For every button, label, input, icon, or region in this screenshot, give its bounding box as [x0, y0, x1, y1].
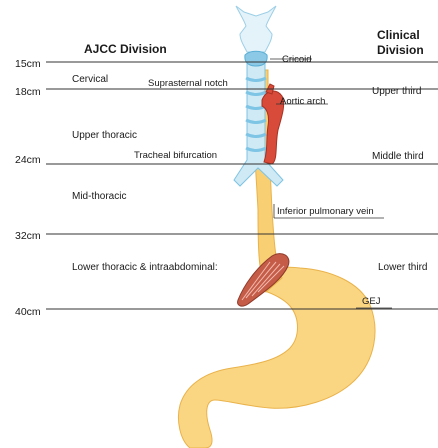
- depth-label-40cm: 40cm: [15, 306, 41, 318]
- aortic-arch: [261, 90, 285, 165]
- region-lower-thoracic: Lower thoracic & intraabdominal:: [72, 262, 218, 273]
- depth-label-15cm: 15cm: [15, 58, 41, 70]
- larynx-shape: [235, 5, 277, 53]
- clinical-middle-third: Middle third: [372, 151, 424, 162]
- landmark-suprasternal-notch: Suprasternal notch: [148, 78, 228, 89]
- region-cervical: Cervical: [72, 74, 109, 85]
- landmark-tracheal-bifurcation: Tracheal bifurcation: [134, 150, 218, 161]
- clinical-upper-third: Upper third: [372, 86, 422, 97]
- depth-label-24cm: 24cm: [15, 154, 41, 166]
- ajcc-header: AJCC Division: [84, 42, 167, 56]
- landmark-inferior-pulmonary-vein: Inferior pulmonary vein: [277, 206, 374, 217]
- region-mid-thoracic: Mid-thoracic: [72, 191, 127, 202]
- muscle-striations: [241, 261, 285, 301]
- clinical-header-line1: Clinical: [377, 28, 420, 42]
- landmark-cricoid: Cricoid: [282, 54, 312, 65]
- clinical-lower-third: Lower third: [378, 262, 428, 273]
- landmark-leaders: [270, 58, 392, 309]
- landmark-aortic-arch: Aortic arch: [280, 96, 326, 107]
- depth-label-18cm: 18cm: [15, 86, 41, 98]
- region-upper-thoracic: Upper thoracic: [72, 130, 138, 141]
- landmark-gej: GEJ: [362, 296, 381, 307]
- division-lines: [46, 61, 438, 310]
- depth-label-32cm: 32cm: [15, 230, 41, 242]
- clinical-header-line2: Division: [377, 43, 424, 57]
- cricoid-ring: [244, 50, 268, 67]
- stomach-shape: [177, 266, 376, 448]
